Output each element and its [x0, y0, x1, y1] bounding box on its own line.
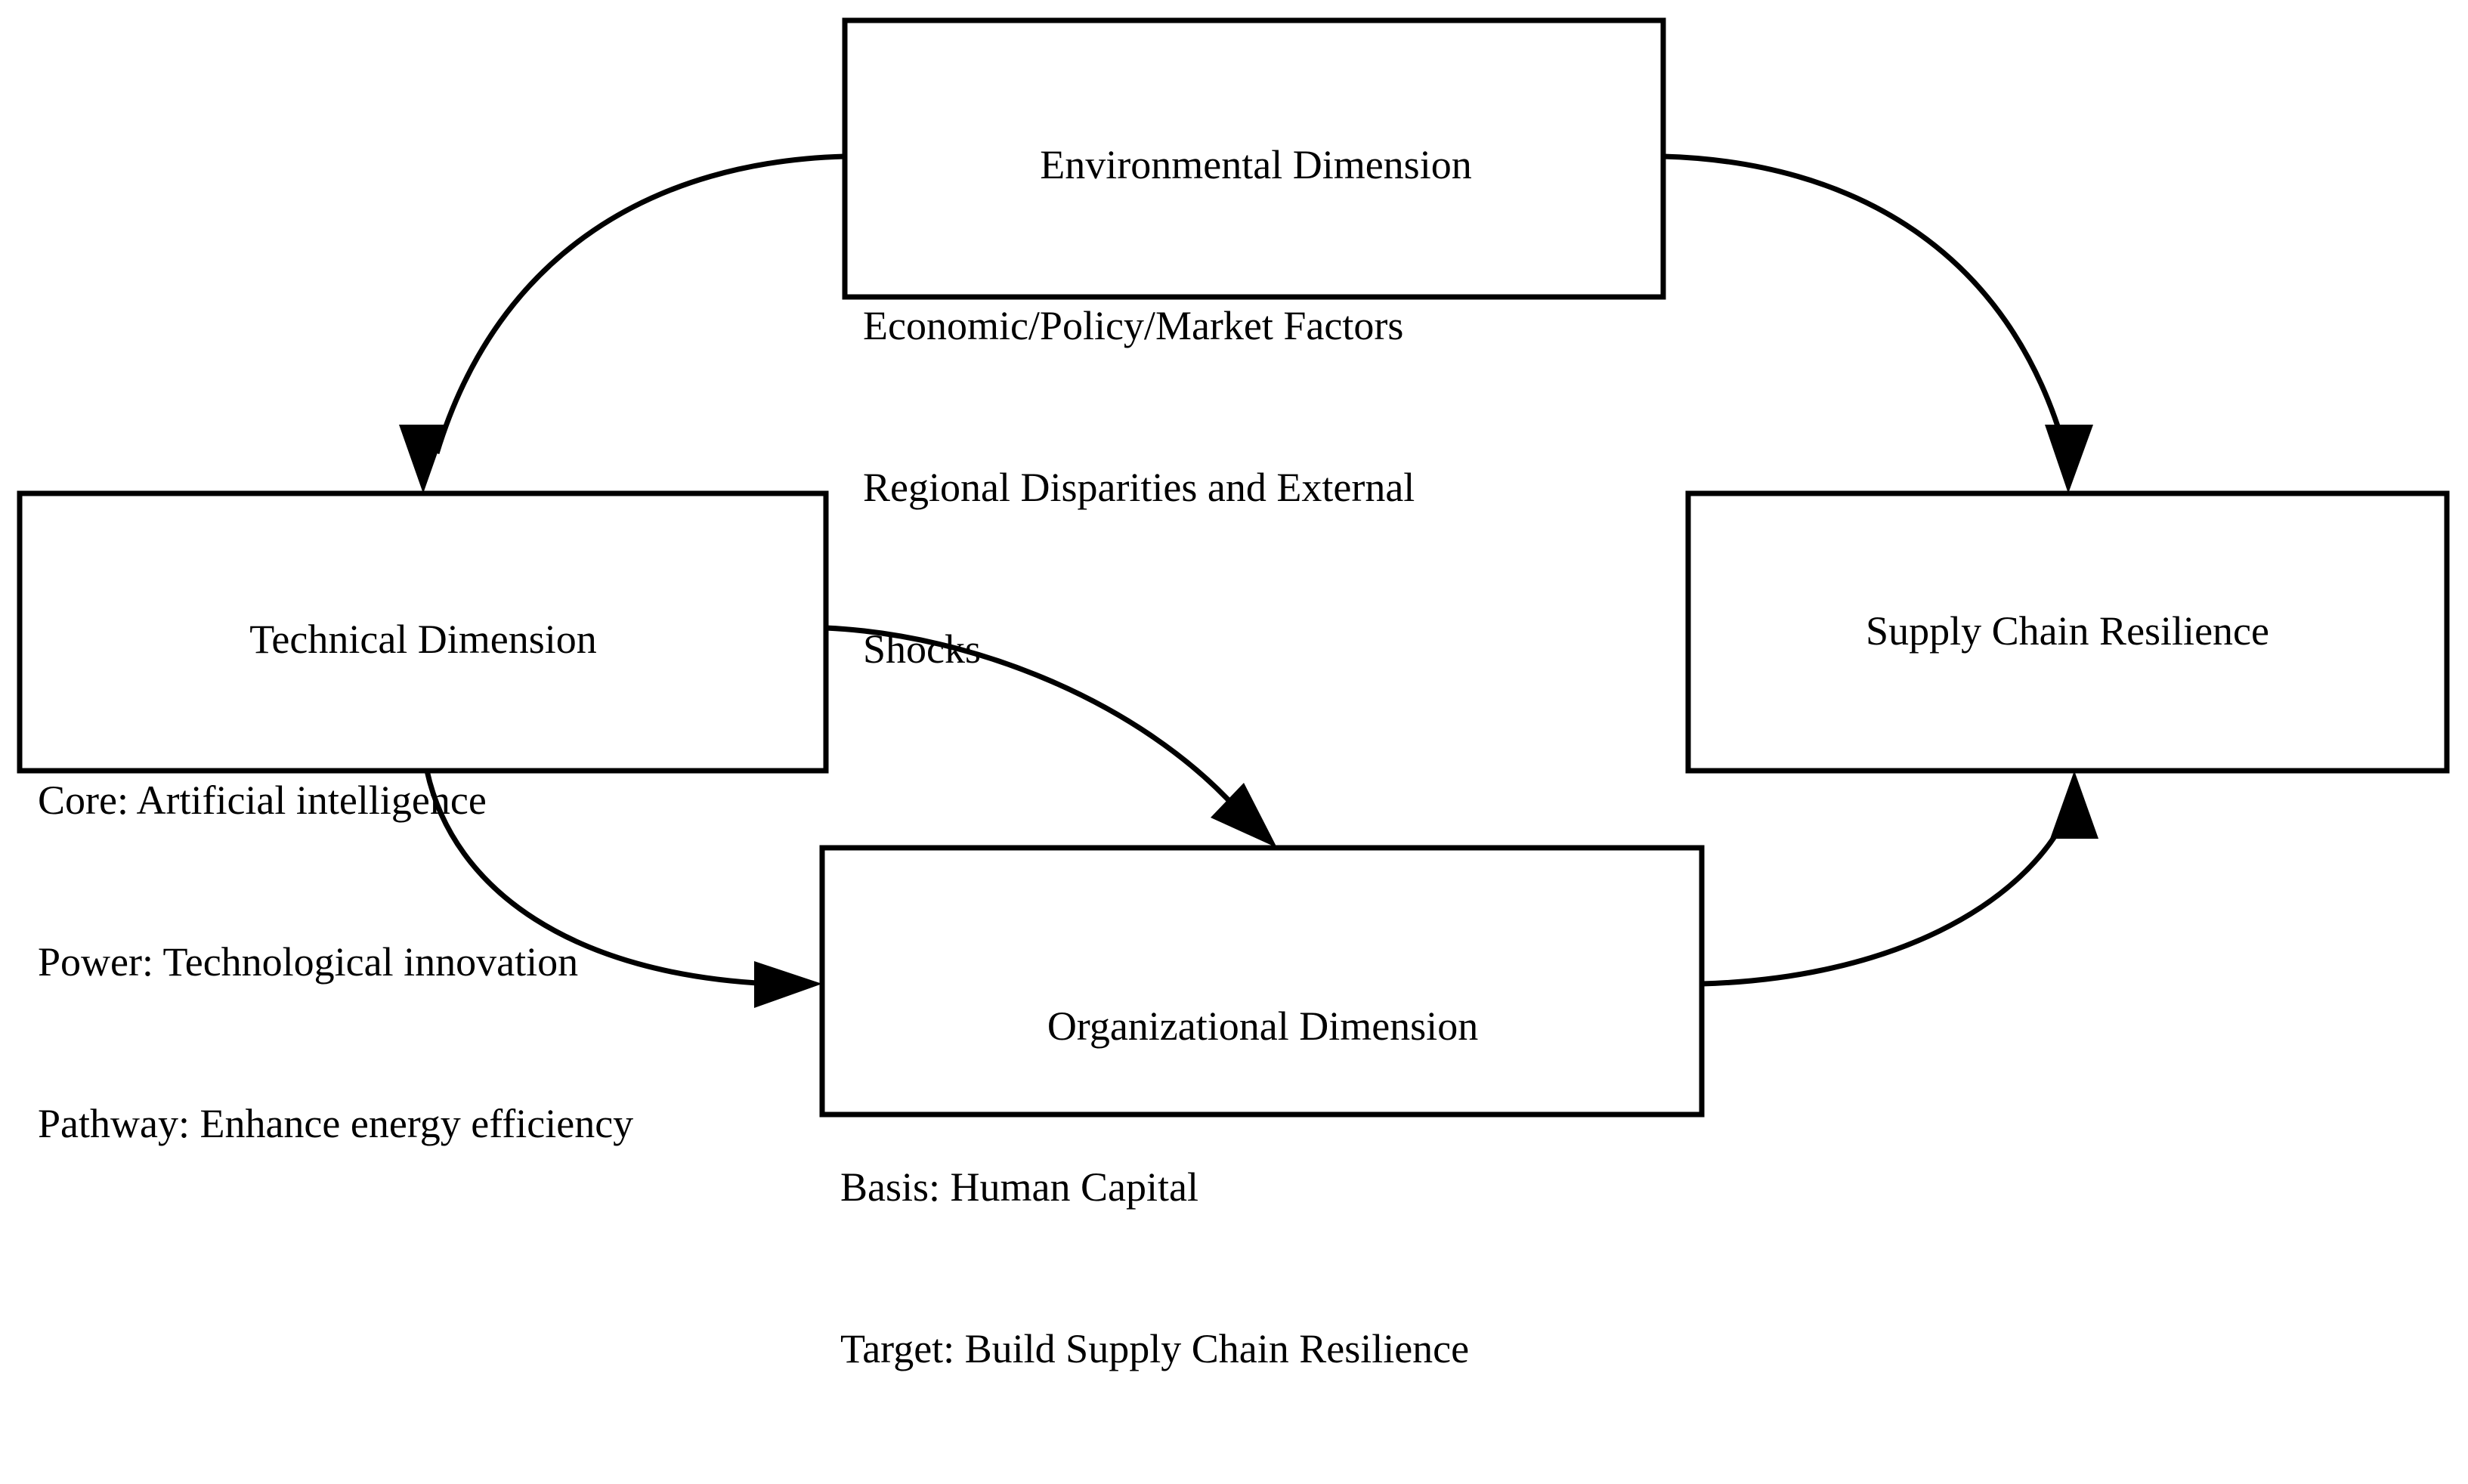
edge-path-tech-to-org-left	[424, 770, 772, 987]
node-box-environmental[interactable]	[842, 17, 1666, 300]
diagram-root: Environmental Dimension Economic/Policy/…	[17, 17, 2450, 1372]
edge-path-env-to-scr	[1662, 153, 2069, 454]
arrow-head-org-to-scr	[2050, 771, 2098, 839]
node-line-organizational-0: Basis: Human Capital	[840, 1164, 1198, 1210]
edge-path-env-to-tech	[434, 153, 846, 455]
arrow-head-tech-to-org-top	[1211, 783, 1277, 848]
diagram-canvas	[17, 17, 2450, 1118]
edge-technical-to-organizational-left	[424, 770, 822, 1008]
edge-path-tech-to-org-top	[825, 625, 1240, 812]
arrow-head-env-to-scr	[2045, 425, 2093, 493]
node-box-organizational[interactable]	[819, 845, 1705, 1118]
node-line-organizational-1: Target: Build Supply Chain Resilience	[840, 1326, 1470, 1372]
node-box-supplychain[interactable]	[1685, 490, 2450, 774]
arrow-head-env-to-tech	[399, 425, 447, 493]
edge-organizational-to-supplychain	[1701, 771, 2098, 987]
edge-environmental-to-supplychain	[1662, 153, 2093, 493]
edge-path-org-to-scr	[1701, 807, 2074, 987]
node-box-technical[interactable]	[17, 490, 829, 774]
edge-technical-to-organizational-top	[825, 625, 1277, 848]
arrow-head-tech-to-org-left	[754, 961, 822, 1008]
edge-environmental-to-technical	[399, 153, 846, 493]
